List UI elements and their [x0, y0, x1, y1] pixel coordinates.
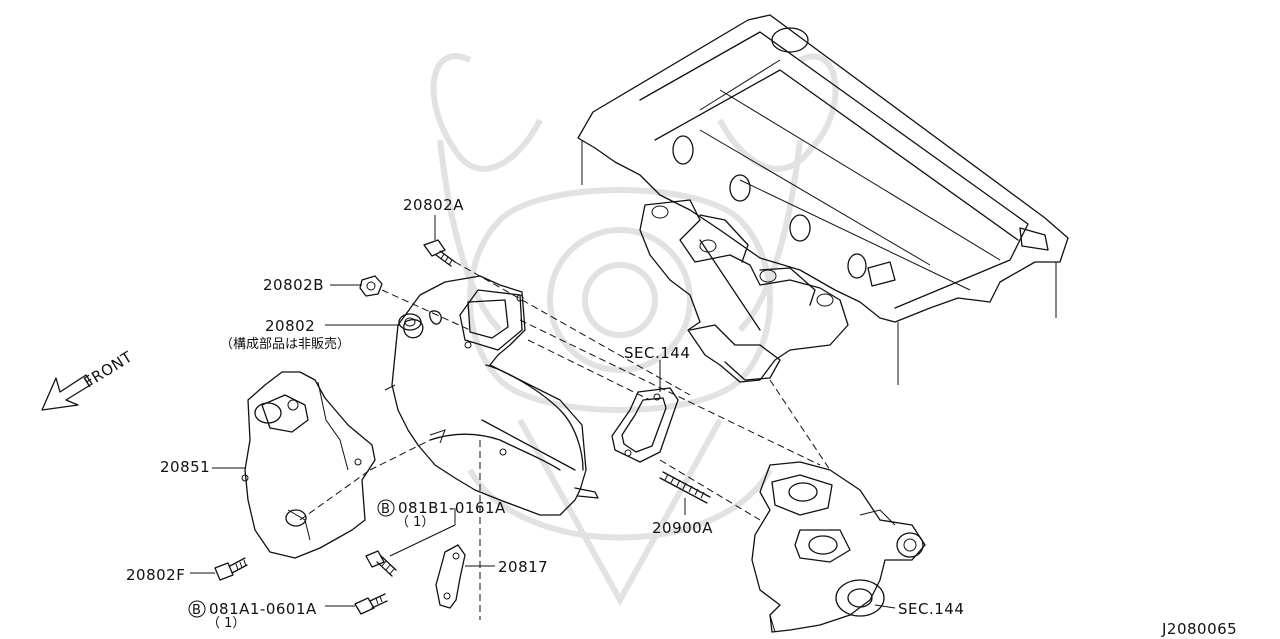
- label-bolt-081a1: 081A1-0601A: [209, 600, 317, 618]
- stud-20900a: [659, 471, 711, 504]
- front-label: FRONT: [81, 347, 136, 391]
- label-gasket-note: （構成部品は非販売）: [220, 336, 350, 352]
- label-bolt-20802f: 20802F: [126, 566, 185, 584]
- exhaust-manifold: [639, 199, 849, 383]
- bolt-20802a: [423, 239, 456, 267]
- label-bolt-081a1-qty: （ 1）: [207, 616, 245, 631]
- engine-head: [577, 14, 1069, 385]
- nut-20802b: [359, 275, 383, 297]
- label-bolt-20802a: 20802A: [403, 196, 464, 214]
- label-bolt-081b1-qty: （ 1）: [396, 515, 434, 530]
- gasket-sec144: [611, 387, 679, 463]
- front-arrow-icon: [41, 374, 93, 411]
- diagram-id: J2080065: [1161, 620, 1237, 638]
- gasket-20802: [398, 313, 422, 331]
- leader-lines: [190, 215, 896, 609]
- alignment-lines: [299, 261, 831, 620]
- bolt-20802f: [214, 557, 248, 581]
- catalytic-converter: [384, 275, 599, 516]
- label-nut-20802b: 20802B: [263, 276, 324, 294]
- circle-b-symbol-2: B: [192, 603, 201, 618]
- label-sec144-lower: SEC.144: [898, 600, 964, 618]
- label-heat-shield-20851: 20851: [160, 458, 210, 476]
- bolt-b1-callout: B 081B1-0161A （ 1）: [377, 499, 506, 530]
- circle-b-symbol: B: [381, 502, 390, 517]
- bolt-081b1: [365, 550, 397, 577]
- heat-shield-20851: [241, 371, 376, 559]
- label-sec144-upper: SEC.144: [624, 344, 690, 362]
- watermark-emblem: [430, 53, 839, 607]
- label-bracket-20817: 20817: [498, 558, 548, 576]
- label-gasket-20802: 20802: [265, 317, 315, 335]
- bolt-081a1: [354, 593, 388, 615]
- bolt-a1-callout: B 081A1-0601A （ 1）: [188, 600, 317, 631]
- label-stud-20900a: 20900A: [652, 519, 713, 537]
- bracket-20817: [435, 544, 466, 609]
- label-bolt-081b1: 081B1-0161A: [398, 499, 506, 517]
- turbocharger: [751, 461, 926, 633]
